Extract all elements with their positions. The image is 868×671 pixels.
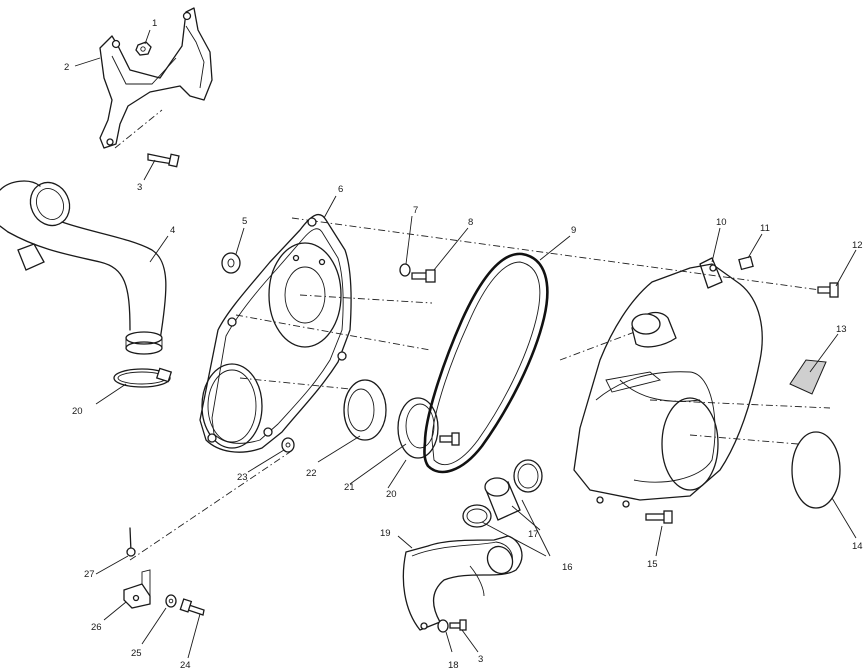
part-drive-belt [423,252,549,474]
part-seal-22 [343,379,387,441]
callout-18: 18 [448,660,459,671]
part-disc-14 [791,431,841,509]
callout-1: 1 [152,18,157,29]
callout-10: 10 [716,217,727,228]
callout-5: 5 [242,216,247,227]
part-bolt-3-lower [449,619,467,631]
part-lock-washer-7 [399,263,411,277]
part-coupler-17 [484,477,521,521]
part-outer-cover [573,257,763,508]
callout-labels: 1 2 3 4 5 6 7 8 9 10 11 12 13 14 15 16 1… [64,18,863,671]
callout-12: 12 [852,240,863,251]
part-nut [135,41,152,56]
callout-14: 14 [852,541,863,552]
part-exhaust-duct [402,535,523,631]
callout-21: 21 [344,482,355,493]
part-clamp-16a [513,459,543,493]
part-washer-5 [221,252,241,274]
part-bracket [99,7,213,149]
callout-24: 24 [180,660,191,671]
callout-2: 2 [64,62,69,73]
part-bolt-24 [179,598,205,616]
part-washer-25 [165,594,177,608]
part-intake-duct [0,180,167,355]
callout-23: 23 [237,472,248,483]
callout-3: 3 [137,182,142,193]
callout-11: 11 [760,223,770,234]
callout-9: 9 [571,225,576,236]
part-seal-21 [397,397,439,459]
part-decal-13 [789,359,827,395]
leader-lines [74,29,857,659]
callout-26: 26 [91,622,102,633]
part-hose-clamp [113,367,173,388]
callout-4: 4 [170,225,175,236]
callout-13: 13 [836,324,847,335]
callout-16: 16 [562,562,573,573]
callout-6: 6 [338,184,343,195]
part-clamp-16b [462,504,492,528]
part-bolt-20 [439,432,460,446]
part-washer-23 [281,437,295,453]
part-grommet-11 [738,255,754,271]
callout-15: 15 [647,559,658,570]
callout-7: 7 [413,205,418,216]
callout-22: 22 [306,468,317,479]
part-pin-27 [126,527,136,557]
part-bolt-upper [147,153,180,168]
callout-20-clamp: 20 [72,406,83,417]
callout-3-lower: 3 [478,654,483,665]
callout-17: 17 [528,529,539,540]
assembly-centerlines [114,109,831,561]
part-screw-8 [411,269,436,283]
part-mount-26 [123,569,151,609]
part-screw-12 [817,282,839,298]
part-washer-18 [437,619,449,633]
part-screw-15 [645,510,673,524]
callout-27: 27 [84,569,95,580]
callout-25: 25 [131,648,142,659]
callout-8: 8 [468,217,473,228]
part-inner-cover [199,213,352,453]
callout-19: 19 [380,528,391,539]
callout-20: 20 [386,489,397,500]
